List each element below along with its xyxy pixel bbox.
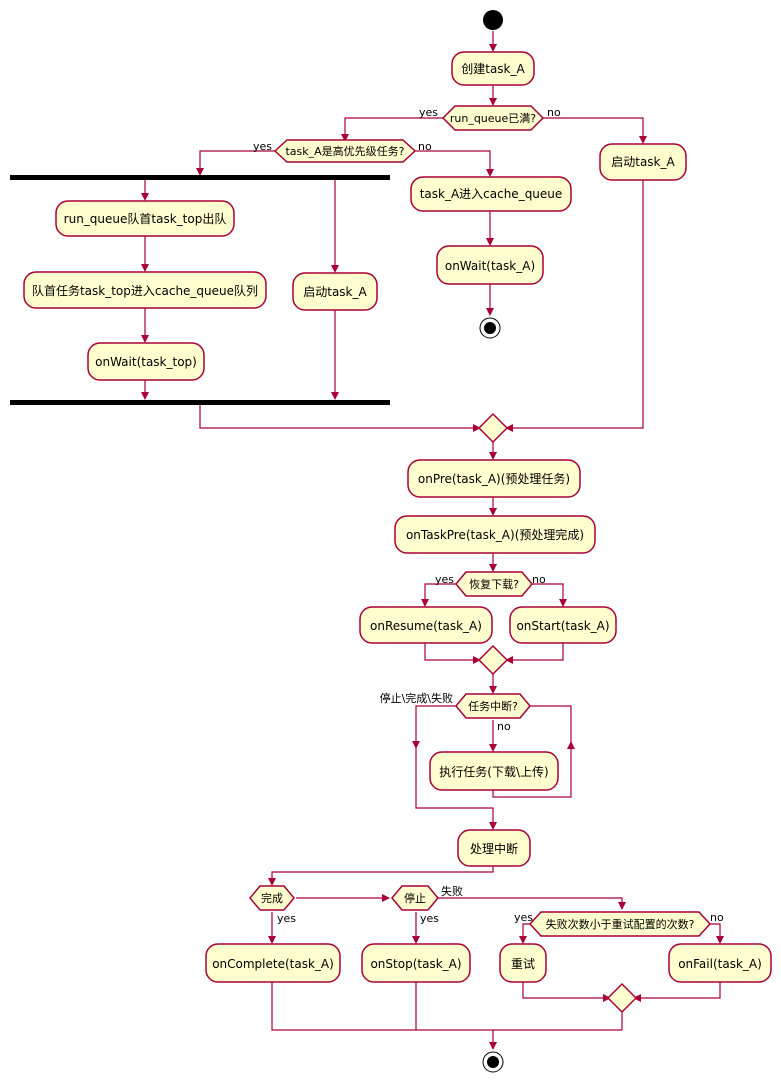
svg-text:启动task_A: 启动task_A xyxy=(611,155,675,169)
svg-text:重试: 重试 xyxy=(511,956,535,971)
svg-text:run_queue队首task_top出队: run_queue队首task_top出队 xyxy=(64,211,227,226)
svg-text:run_queue已满?: run_queue已满? xyxy=(450,112,536,125)
svg-text:onStart(task_A): onStart(task_A) xyxy=(516,619,609,633)
svg-text:onComplete(task_A): onComplete(task_A) xyxy=(212,957,334,971)
edges xyxy=(141,31,724,1050)
action-ontaskpre: onTaskPre(task_A)(预处理完成) xyxy=(394,515,596,554)
svg-text:恢复下载?: 恢复下载? xyxy=(469,577,519,591)
label-yes-complete: yes xyxy=(277,912,296,925)
svg-text:任务中断?: 任务中断? xyxy=(468,699,518,713)
action-onfail: onFail(task_A) xyxy=(668,943,772,983)
label-stop-complete-fail: 停止\完成\失败 xyxy=(380,691,453,705)
end-node-final xyxy=(482,1051,504,1073)
action-onresume: onResume(task_A) xyxy=(359,606,493,644)
action-onstart: onStart(task_A) xyxy=(509,606,617,644)
label-fail: 失败 xyxy=(441,884,463,898)
svg-text:onFail(task_A): onFail(task_A) xyxy=(678,957,762,971)
decision-queue-full: run_queue已满? xyxy=(441,105,545,131)
svg-text:onTaskPre(task_A)(预处理完成): onTaskPre(task_A)(预处理完成) xyxy=(406,527,584,542)
label-no-priority: no xyxy=(418,140,432,153)
end-node-cache xyxy=(479,317,501,339)
decision-resume-download: 恢复下载? xyxy=(455,571,533,597)
action-handle-interrupt: 处理中断 xyxy=(457,829,531,867)
action-create-task: 创建task_A xyxy=(451,51,535,86)
merge-diamond-2 xyxy=(477,644,509,676)
decision-high-priority: task_A是高优先级任务? xyxy=(273,139,417,163)
label-yes-retry: yes xyxy=(514,911,533,924)
svg-text:创建task_A: 创建task_A xyxy=(461,62,525,76)
svg-text:onWait(task_top): onWait(task_top) xyxy=(95,355,197,369)
action-start-task-mid: 启动task_A xyxy=(292,272,378,311)
decision-interrupted: 任务中断? xyxy=(455,693,531,719)
action-retry: 重试 xyxy=(499,943,547,983)
decision-stop: 停止 xyxy=(391,885,439,911)
label-no-queue: no xyxy=(547,106,561,119)
label-no-resume: no xyxy=(532,573,546,586)
label-yes-priority: yes xyxy=(253,140,272,153)
svg-text:执行任务(下载\上传): 执行任务(下载\上传) xyxy=(439,764,548,779)
label-yes-resume: yes xyxy=(435,573,454,586)
svg-text:onPre(task_A)(预处理任务): onPre(task_A)(预处理任务) xyxy=(418,471,570,486)
decision-complete: 完成 xyxy=(249,885,295,911)
label-no-retry: no xyxy=(710,911,724,924)
label-no-interrupt: no xyxy=(497,720,511,733)
action-onwait-task: onWait(task_A) xyxy=(436,245,544,285)
svg-text:完成: 完成 xyxy=(261,891,283,905)
svg-text:onResume(task_A): onResume(task_A) xyxy=(370,619,482,633)
start-node xyxy=(483,10,503,30)
svg-text:onStop(task_A): onStop(task_A) xyxy=(370,957,461,971)
action-run-queue-dequeue: run_queue队首task_top出队 xyxy=(55,200,235,237)
join-bar xyxy=(10,400,390,405)
action-top-to-cache: 队首任务task_top进入cache_queue队列 xyxy=(23,271,267,309)
action-oncomplete: onComplete(task_A) xyxy=(205,943,341,983)
svg-text:处理中断: 处理中断 xyxy=(470,841,518,856)
action-onwait-top: onWait(task_top) xyxy=(87,342,205,381)
svg-text:队首任务task_top进入cache_queue队列: 队首任务task_top进入cache_queue队列 xyxy=(32,283,258,298)
action-task-to-cache: task_A进入cache_queue xyxy=(410,176,572,212)
svg-text:onWait(task_A): onWait(task_A) xyxy=(445,259,535,273)
action-onpre: onPre(task_A)(预处理任务) xyxy=(407,459,581,498)
action-onstop: onStop(task_A) xyxy=(361,943,471,983)
fork-bar xyxy=(10,175,390,180)
svg-text:失败次数小于重试配置的次数?: 失败次数小于重试配置的次数? xyxy=(546,917,695,931)
action-start-task-right: 启动task_A xyxy=(599,143,687,181)
merge-diamond-3 xyxy=(606,982,638,1014)
svg-text:启动task_A: 启动task_A xyxy=(303,285,367,299)
merge-diamond-1 xyxy=(477,412,509,444)
label-yes-queue: yes xyxy=(419,106,438,119)
decision-retry-count: 失败次数小于重试配置的次数? xyxy=(528,911,712,937)
svg-text:task_A进入cache_queue: task_A进入cache_queue xyxy=(420,187,563,201)
svg-text:停止: 停止 xyxy=(404,891,426,905)
svg-text:task_A是高优先级任务?: task_A是高优先级任务? xyxy=(285,144,404,158)
label-yes-stop: yes xyxy=(420,912,439,925)
action-execute: 执行任务(下载\上传) xyxy=(429,751,559,791)
